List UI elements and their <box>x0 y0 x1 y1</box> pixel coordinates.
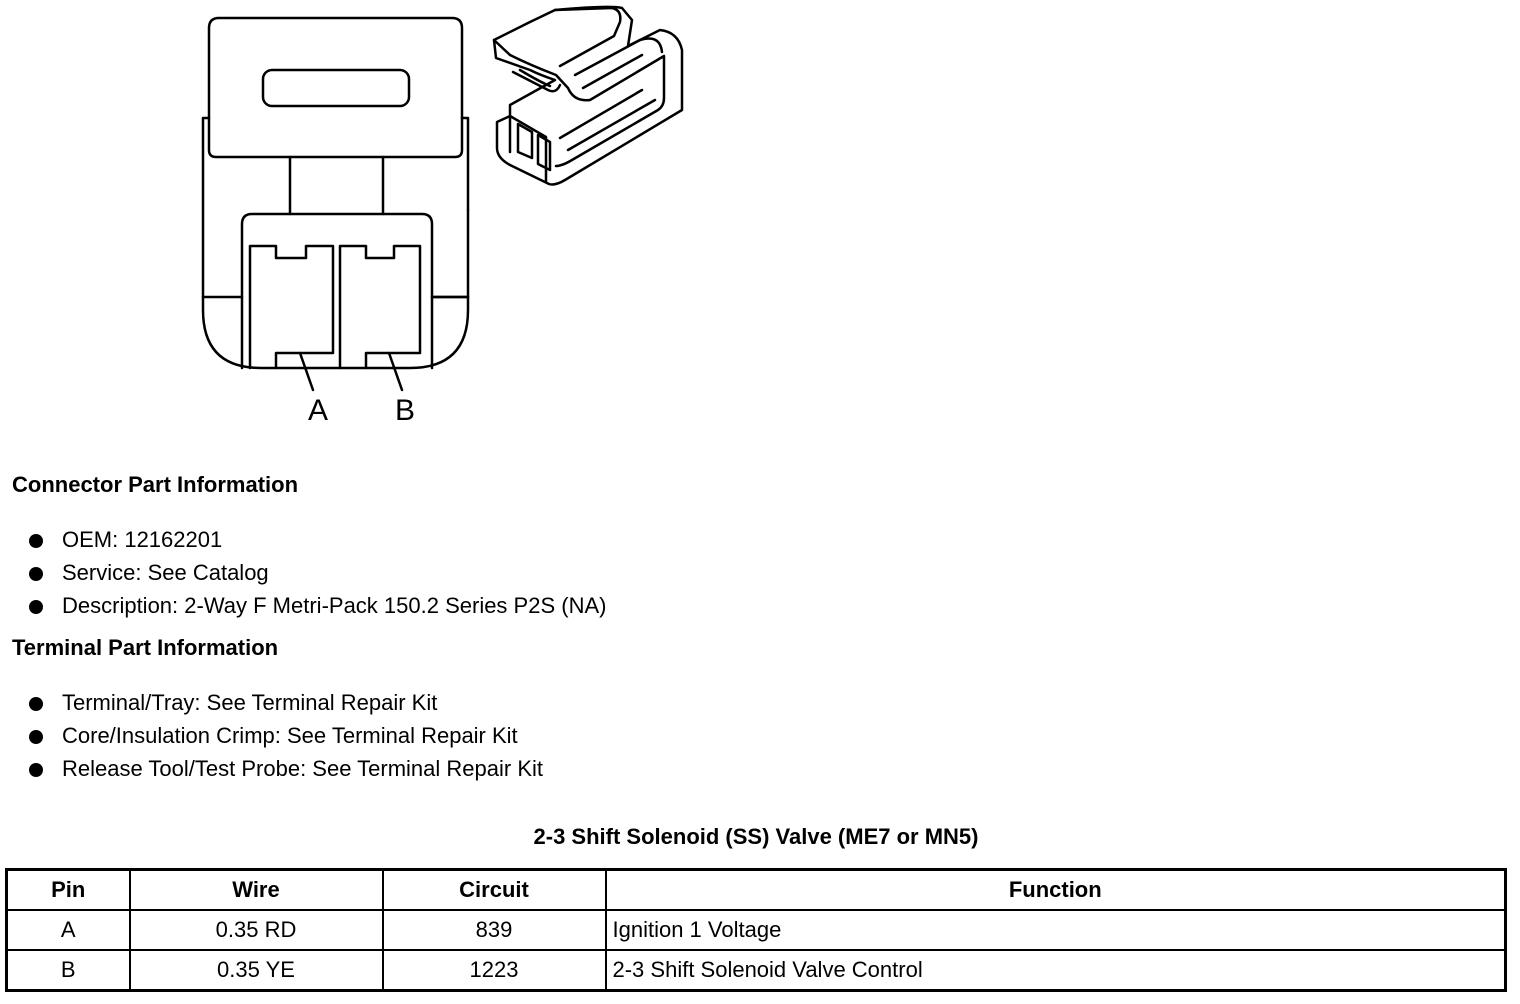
list-item-text: Description: 2-Way F Metri-Pack 150.2 Se… <box>62 593 607 618</box>
bullet-icon <box>29 730 43 744</box>
cell-wire: 0.35 RD <box>128 909 384 951</box>
list-item: Core/Insulation Crimp: See Terminal Repa… <box>0 724 543 757</box>
bullet-icon <box>29 763 43 777</box>
list-item-text: Terminal/Tray: See Terminal Repair Kit <box>62 690 438 715</box>
pin-table-caption: 2-3 Shift Solenoid (SS) Valve (ME7 or MN… <box>533 824 979 849</box>
bullet-icon <box>29 600 43 614</box>
table-row: A 0.35 RD 839 Ignition 1 Voltage <box>5 909 1507 951</box>
cavity-b <box>338 244 422 370</box>
bullet-icon <box>29 697 43 711</box>
cell-pin: A <box>5 909 131 951</box>
list-item: Terminal/Tray: See Terminal Repair Kit <box>0 691 543 724</box>
cell-function: 2-3 Shift Solenoid Valve Control <box>604 949 1507 992</box>
list-item: Description: 2-Way F Metri-Pack 150.2 Se… <box>0 594 606 627</box>
pin-label-b: B <box>395 394 415 427</box>
pin-label-a: A <box>308 394 328 427</box>
list-item: Release Tool/Test Probe: See Terminal Re… <box>0 757 543 790</box>
table-header-row: Pin Wire Circuit Function <box>5 868 1507 911</box>
header-function: Function <box>604 868 1507 911</box>
cell-circuit: 1223 <box>381 949 607 992</box>
cell-function: Ignition 1 Voltage <box>604 909 1507 951</box>
list-item: Service: See Catalog <box>0 561 606 594</box>
list-item-text: Release Tool/Test Probe: See Terminal Re… <box>62 756 543 781</box>
bullet-icon <box>29 567 43 581</box>
header-circuit: Circuit <box>381 868 607 911</box>
connector-info-list: OEM: 12162201 Service: See Catalog Descr… <box>0 528 606 627</box>
cell-wire: 0.35 YE <box>128 949 384 992</box>
cavity-a <box>248 244 335 370</box>
bullet-icon <box>29 534 43 548</box>
terminal-info-title: Terminal Part Information <box>12 635 279 660</box>
header-pin: Pin <box>5 868 131 911</box>
pin-table: Pin Wire Circuit Function A 0.35 RD 839 … <box>5 868 1507 992</box>
connector-info-title: Connector Part Information <box>12 472 299 497</box>
connector-iso-view <box>492 5 684 186</box>
list-item-text: Service: See Catalog <box>62 560 269 585</box>
cell-circuit: 839 <box>381 909 607 951</box>
cell-pin: B <box>5 949 131 992</box>
terminal-info-list: Terminal/Tray: See Terminal Repair Kit C… <box>0 691 543 790</box>
list-item-text: Core/Insulation Crimp: See Terminal Repa… <box>62 723 518 748</box>
list-item: OEM: 12162201 <box>0 528 606 561</box>
header-wire: Wire <box>128 868 384 911</box>
connector-front-view <box>201 16 470 392</box>
list-item-text: OEM: 12162201 <box>62 527 223 552</box>
connector-diagram: A B <box>201 5 684 427</box>
table-row: B 0.35 YE 1223 2-3 Shift Solenoid Valve … <box>5 949 1507 992</box>
